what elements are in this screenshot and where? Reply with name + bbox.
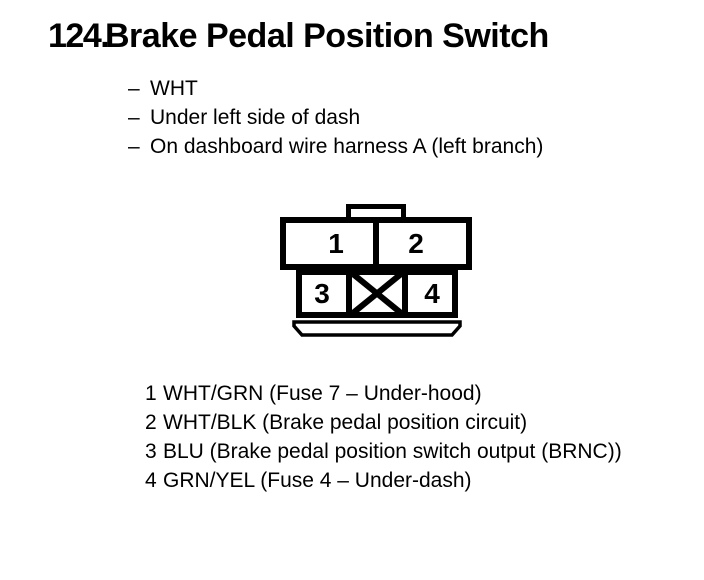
pin-row: 1 WHT/GRN (Fuse 7 – Under-hood) — [145, 379, 622, 408]
dash-bullet: – — [128, 77, 140, 100]
cavity-label-3: 3 — [314, 278, 330, 309]
pin-row: 3 BLU (Brake pedal position switch outpu… — [145, 437, 622, 466]
connector-diagram: 1 2 3 4 — [280, 204, 472, 337]
pin-row: 2 WHT/BLK (Brake pedal position circuit) — [145, 408, 622, 437]
pin-wire-description: BLU (Brake pedal position switch output … — [163, 440, 622, 463]
note-text: WHT — [150, 77, 198, 100]
dash-bullet: – — [128, 135, 140, 158]
pin-number: 3 — [145, 440, 157, 463]
cavity-label-1: 1 — [328, 228, 344, 259]
pin-number: 4 — [145, 469, 157, 492]
pin-wire-description: WHT/GRN (Fuse 7 – Under-hood) — [163, 382, 482, 405]
note-line: – WHT — [128, 74, 543, 103]
note-line: – Under left side of dash — [128, 103, 543, 132]
page-title: Brake Pedal Position Switch — [105, 17, 549, 55]
dash-bullet: – — [128, 106, 140, 129]
pin-row: 4 GRN/YEL (Fuse 4 – Under-dash) — [145, 466, 622, 495]
note-line: – On dashboard wire harness A (left bran… — [128, 132, 543, 161]
note-text: Under left side of dash — [150, 106, 361, 129]
location-notes: – WHT – Under left side of dash – On das… — [128, 74, 543, 161]
figure-number: 124. — [48, 17, 110, 55]
cavity-label-4: 4 — [424, 278, 440, 309]
pin-number: 1 — [145, 382, 157, 405]
pin-number: 2 — [145, 411, 157, 434]
note-text: On dashboard wire harness A (left branch… — [150, 135, 544, 158]
pin-wire-list: 1 WHT/GRN (Fuse 7 – Under-hood) 2 WHT/BL… — [145, 379, 622, 495]
connector-bottom-lip — [292, 320, 462, 337]
pin-wire-description: WHT/BLK (Brake pedal position circuit) — [163, 411, 528, 434]
blocked-cavity-x-icon — [351, 271, 403, 316]
cavity-label-2: 2 — [408, 228, 424, 259]
pin-wire-description: GRN/YEL (Fuse 4 – Under-dash) — [163, 469, 472, 492]
